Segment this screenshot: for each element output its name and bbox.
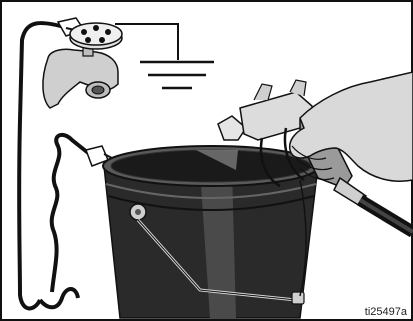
paint-hose [356,194,413,238]
water-faucet-icon [42,22,123,109]
ground-symbol-icon [140,60,214,90]
spray-mist [196,150,238,170]
metal-bucket [102,145,320,319]
ground-cable-loop [17,21,94,311]
spray-gun-icon [217,79,368,208]
operator-hand [288,71,413,182]
ground-wire [115,23,179,60]
figure-id-label: ti25497a [364,306,407,318]
